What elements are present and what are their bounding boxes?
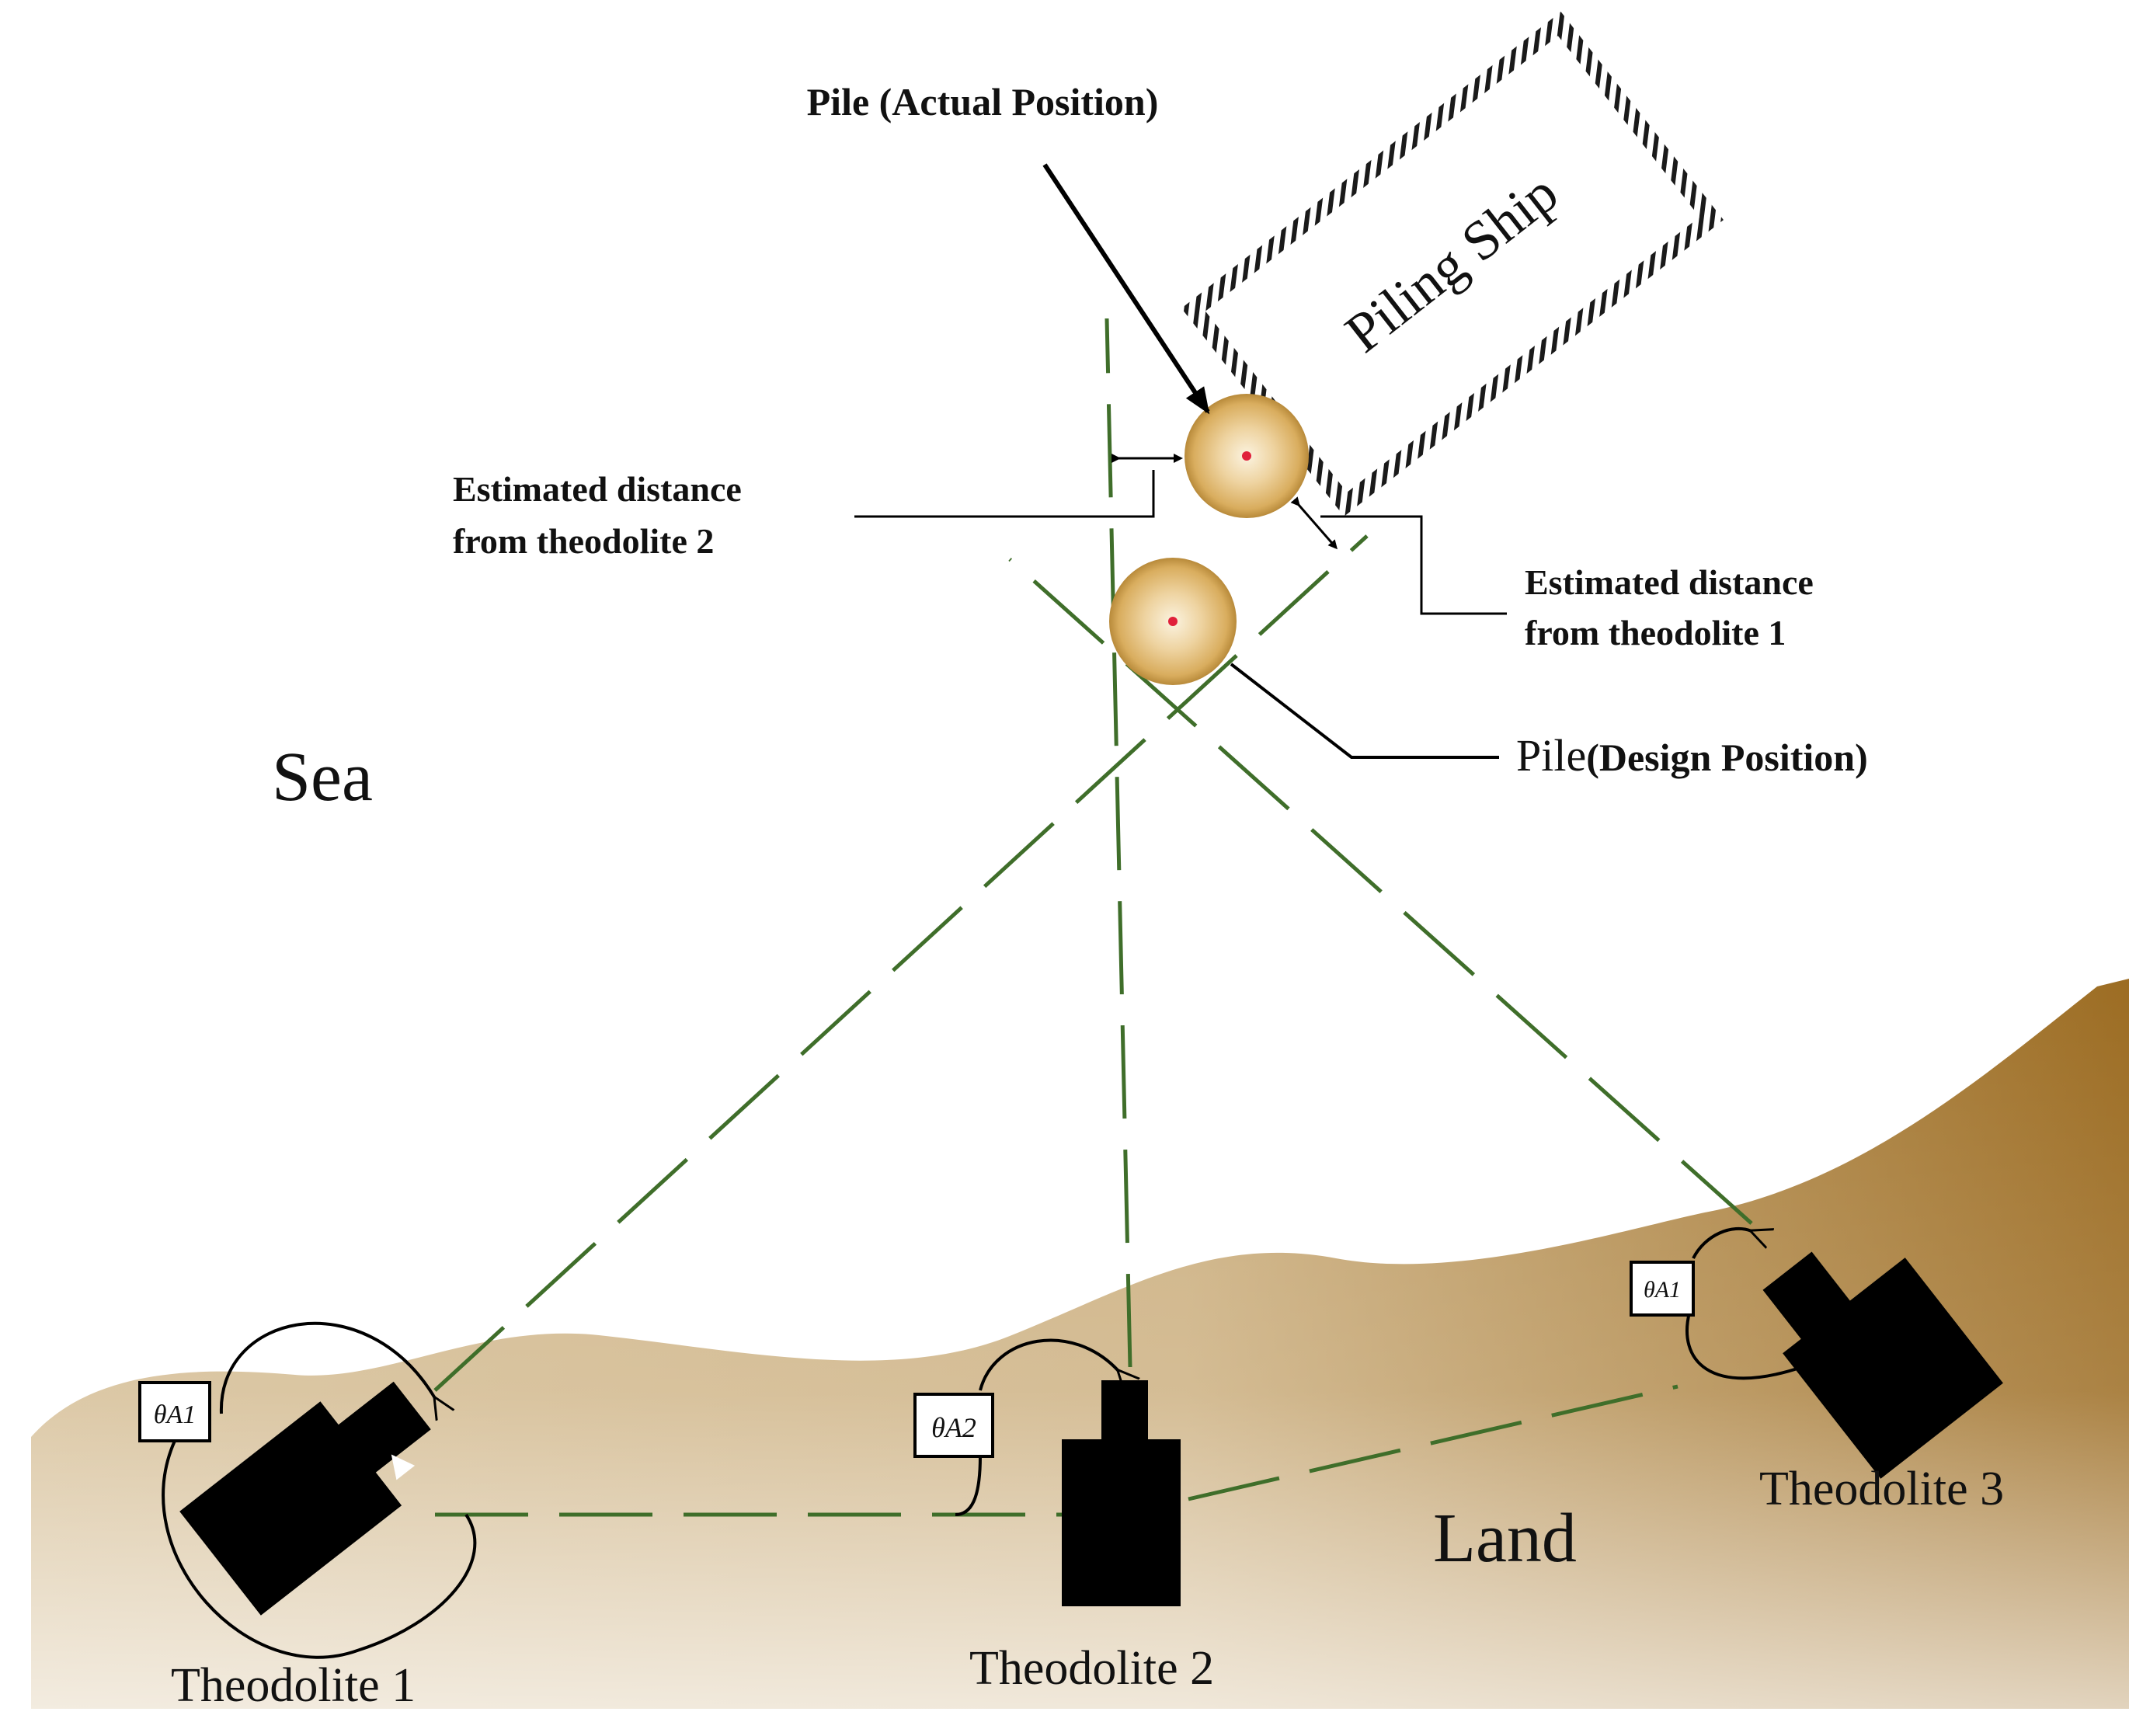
theodolite-1: θA1 Theodolite 1	[138, 1321, 477, 1712]
baseline-2-3	[1188, 1384, 1679, 1501]
piling-ship: Piling Ship	[1181, 12, 1724, 517]
sight-line-theodolite-1	[433, 534, 1369, 1392]
pile-design-position	[1109, 558, 1237, 685]
theodolite-3-label: Theodolite 3	[1759, 1463, 2004, 1515]
pile-design-leader	[1230, 663, 1499, 759]
angle-label-theodolite-1: θA1	[154, 1400, 196, 1429]
sight-line-theodolite-2	[1105, 318, 1132, 1368]
angle-box-theodolite-3	[1630, 1261, 1695, 1317]
angle-arc-theodolite-1	[219, 1321, 435, 1414]
land-label: Land	[1433, 1500, 1577, 1577]
pile-design-label: Pile(Design Position)	[1516, 730, 1868, 781]
theodolite-2-label: Theodolite 2	[969, 1642, 1214, 1695]
pile-actual-position	[1185, 394, 1309, 518]
theodolite-1-label: Theodolite 1	[171, 1659, 416, 1712]
theodolite-3: θA1 Theodolite 3	[1630, 1226, 2004, 1515]
pile-design-label-suffix: (Design Position)	[1586, 736, 1868, 779]
angle-arc-theodolite-3	[1692, 1226, 1752, 1259]
angle-box-theodolite-2	[913, 1393, 994, 1458]
sea-label: Sea	[272, 739, 373, 816]
pile-actual-arrow	[1042, 163, 1210, 415]
pile-actual-label: Pile (Actual Position)	[807, 80, 1159, 124]
angle-label-theodolite-3: θA1	[1644, 1277, 1681, 1303]
land-area	[0, 971, 2129, 1736]
est-distance-t1-line2: from theodolite 1	[1525, 613, 1786, 652]
distance-indicator-theodolite-2	[854, 454, 1183, 518]
est-distance-t1-line1: Estimated distance	[1525, 562, 1814, 602]
pile-design-label-main: Pile	[1516, 730, 1586, 781]
angle-arc-theodolite-2	[979, 1338, 1118, 1390]
angle-box-theodolite-1	[138, 1381, 211, 1442]
angle-label-theodolite-2: θA2	[931, 1412, 976, 1443]
theodolite-2: θA2 Theodolite 2	[913, 1338, 1214, 1695]
distance-indicator-theodolite-1	[1290, 496, 1507, 615]
est-distance-t2-line1: Estimated distance	[453, 469, 742, 509]
est-distance-t2-line2: from theodolite 2	[453, 521, 714, 561]
